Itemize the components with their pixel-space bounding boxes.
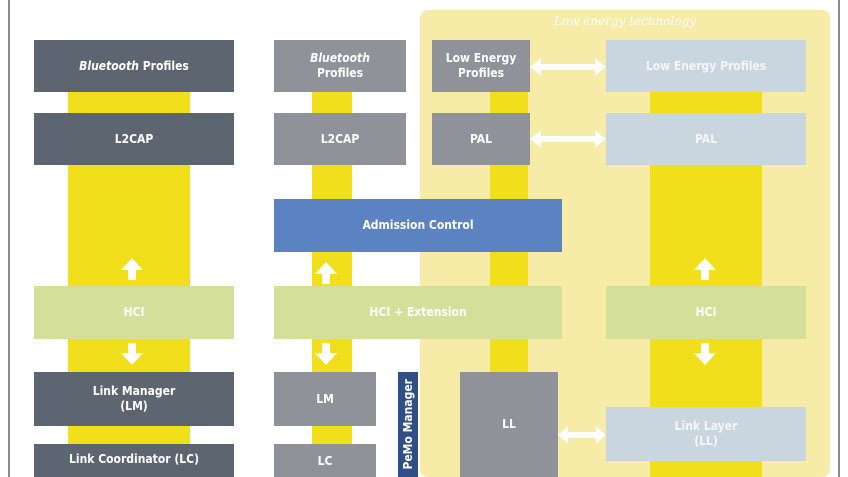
pal-left-label: PAL	[469, 131, 493, 146]
link-layer-label: Link Layer (LL)	[674, 419, 738, 448]
hci-left-box: HCI	[34, 286, 234, 339]
double-arrow-icon	[530, 58, 606, 76]
l2cap-left-label: L2CAP	[114, 131, 154, 146]
bluetooth-emphasis-mid: Bluetooth	[310, 51, 370, 65]
hci-left-label: HCI	[123, 305, 145, 319]
l2cap-mid-box: L2CAP	[274, 113, 406, 165]
down-arrow-icon	[694, 343, 716, 365]
le-profiles-right-box: Low Energy Profiles	[606, 40, 806, 92]
lc-box: LC	[274, 444, 376, 477]
double-arrow-icon	[234, 391, 274, 407]
le-profiles-left-box: Low Energy Profiles	[432, 40, 530, 92]
up-arrow-icon	[315, 262, 337, 284]
ll-mid-label: LL	[502, 417, 516, 431]
frame-left-border	[8, 0, 10, 477]
up-arrow-icon	[121, 258, 143, 280]
double-arrow-icon	[530, 130, 606, 148]
admission-control-label: Admission Control	[362, 218, 474, 232]
ll-mid-box: LL	[460, 372, 558, 477]
le-profiles-left-label: Low Energy Profiles	[445, 51, 517, 80]
lc-label: LC	[317, 454, 333, 468]
hci-right-label: HCI	[695, 305, 717, 319]
profiles-label-mid: Profiles	[316, 66, 364, 80]
frame-right-border	[838, 0, 840, 477]
hci-right-box: HCI	[606, 286, 806, 339]
double-arrow-icon	[234, 59, 274, 75]
l2cap-mid-label: L2CAP	[320, 131, 360, 146]
admission-control-box: Admission Control	[274, 199, 562, 252]
lm-box: LM	[274, 372, 376, 426]
hci-extension-box: HCI + Extension	[274, 286, 562, 339]
double-arrow-icon	[558, 426, 606, 444]
bt-profiles-mid-box: Bluetooth Profiles	[274, 40, 406, 92]
link-coordinator-label: Link Coordinator (LC)	[69, 452, 200, 466]
pal-right-label: PAL	[694, 131, 718, 146]
double-arrow-icon	[234, 459, 274, 475]
hci-extension-label: HCI + Extension	[369, 305, 467, 319]
pal-left-box: PAL	[432, 113, 530, 165]
link-manager-box: Link Manager (LM)	[34, 372, 234, 426]
profiles-label: Profiles	[138, 58, 189, 73]
double-arrow-icon	[234, 131, 274, 147]
pal-right-box: PAL	[606, 113, 806, 165]
link-layer-box: Link Layer (LL)	[606, 407, 806, 461]
bluetooth-emphasis: Bluetooth	[79, 58, 139, 73]
le-profiles-right-label: Low Energy Profiles	[645, 58, 767, 73]
lm-label: LM	[316, 391, 334, 406]
up-arrow-icon	[694, 258, 716, 280]
bt-profiles-left-box: Bluetooth Profiles	[34, 40, 234, 92]
link-manager-label: Link Manager (LM)	[92, 384, 176, 413]
down-arrow-icon	[315, 343, 337, 365]
l2cap-left-box: L2CAP	[34, 113, 234, 165]
low-energy-region-title: Low energy technology	[553, 14, 697, 28]
pemo-manager-box: PeMo Manager	[398, 372, 418, 477]
down-arrow-icon	[121, 343, 143, 365]
pemo-manager-label: PeMo Manager	[400, 379, 415, 470]
link-coordinator-box: Link Coordinator (LC)	[34, 444, 234, 477]
